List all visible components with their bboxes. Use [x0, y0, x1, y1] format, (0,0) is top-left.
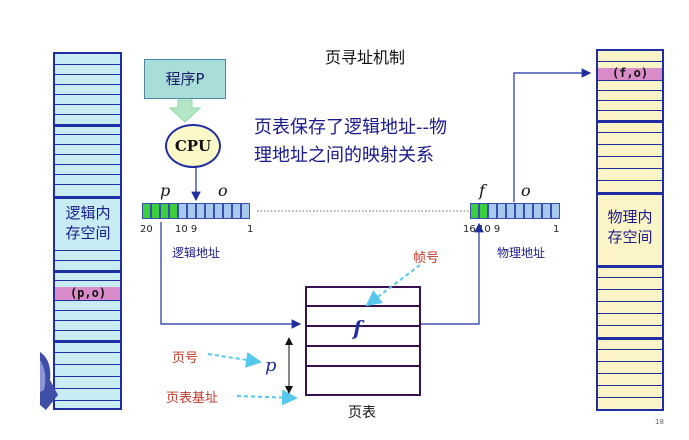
physical-bit-10-9: 10 9: [478, 224, 501, 235]
physical-memory-label: 物理内存空间: [607, 208, 653, 246]
page-number-pointer: [207, 351, 262, 368]
physical-address-register: [470, 203, 560, 219]
physical-o-label: o: [521, 181, 531, 200]
slide-number: 18: [655, 418, 664, 426]
page-table-caption: 页表: [348, 405, 376, 421]
physical-bit-16: 16: [463, 224, 476, 235]
page-table: [305, 286, 421, 396]
corner-decoration: [40, 352, 58, 410]
page-table-base-pointer: [236, 389, 298, 406]
logical-address-caption: 逻辑地址: [172, 246, 221, 260]
page-table-to-f-arrow: [421, 222, 484, 325]
physical-bit-1: 1: [553, 224, 560, 235]
physical-memory-column: [596, 49, 664, 411]
logical-entry-highlight: [55, 287, 120, 300]
logical-p-label: p: [160, 181, 171, 200]
logical-memory-column: [53, 52, 122, 410]
cpu-circle: CPU: [165, 124, 221, 168]
page-table-base-label: 页表基址: [166, 391, 219, 406]
program-to-cpu-arrow: [168, 99, 202, 123]
logical-bit-10-9: 10 9: [175, 224, 198, 235]
physical-to-memory-arrow: [513, 68, 592, 202]
logical-address-register: [142, 203, 250, 219]
page-table-f: f: [353, 316, 362, 340]
slide-title: 页寻址机制: [324, 48, 405, 67]
logical-bit-20: 20: [140, 224, 153, 235]
mapping-description: 页表保存了逻辑地址--物理地址之间的映射关系: [254, 114, 504, 170]
page-table-p: p: [265, 355, 277, 376]
logical-bit-1: 1: [247, 224, 254, 235]
physical-entry-highlight: [598, 68, 662, 80]
mapping-description-line-2: 理地址之间的映射关系: [254, 145, 434, 166]
page-number-label: 页号: [172, 351, 199, 366]
logical-o-label: o: [218, 181, 228, 200]
frame-number-label: 帧号: [413, 251, 440, 266]
physical-entry-text: (f,o): [611, 66, 649, 80]
logical-memory-label: 逻辑内存空间: [65, 204, 111, 242]
logical-entry-text: (p,o): [69, 286, 107, 300]
p-to-page-table-arrow: [160, 222, 302, 329]
physical-address-caption: 物理地址: [497, 246, 546, 260]
physical-f-label: f: [479, 181, 485, 200]
frame-number-pointer: [365, 264, 421, 307]
program-box: 程序P: [144, 59, 226, 99]
mapping-description-line-1: 页表保存了逻辑地址--物: [254, 117, 447, 138]
